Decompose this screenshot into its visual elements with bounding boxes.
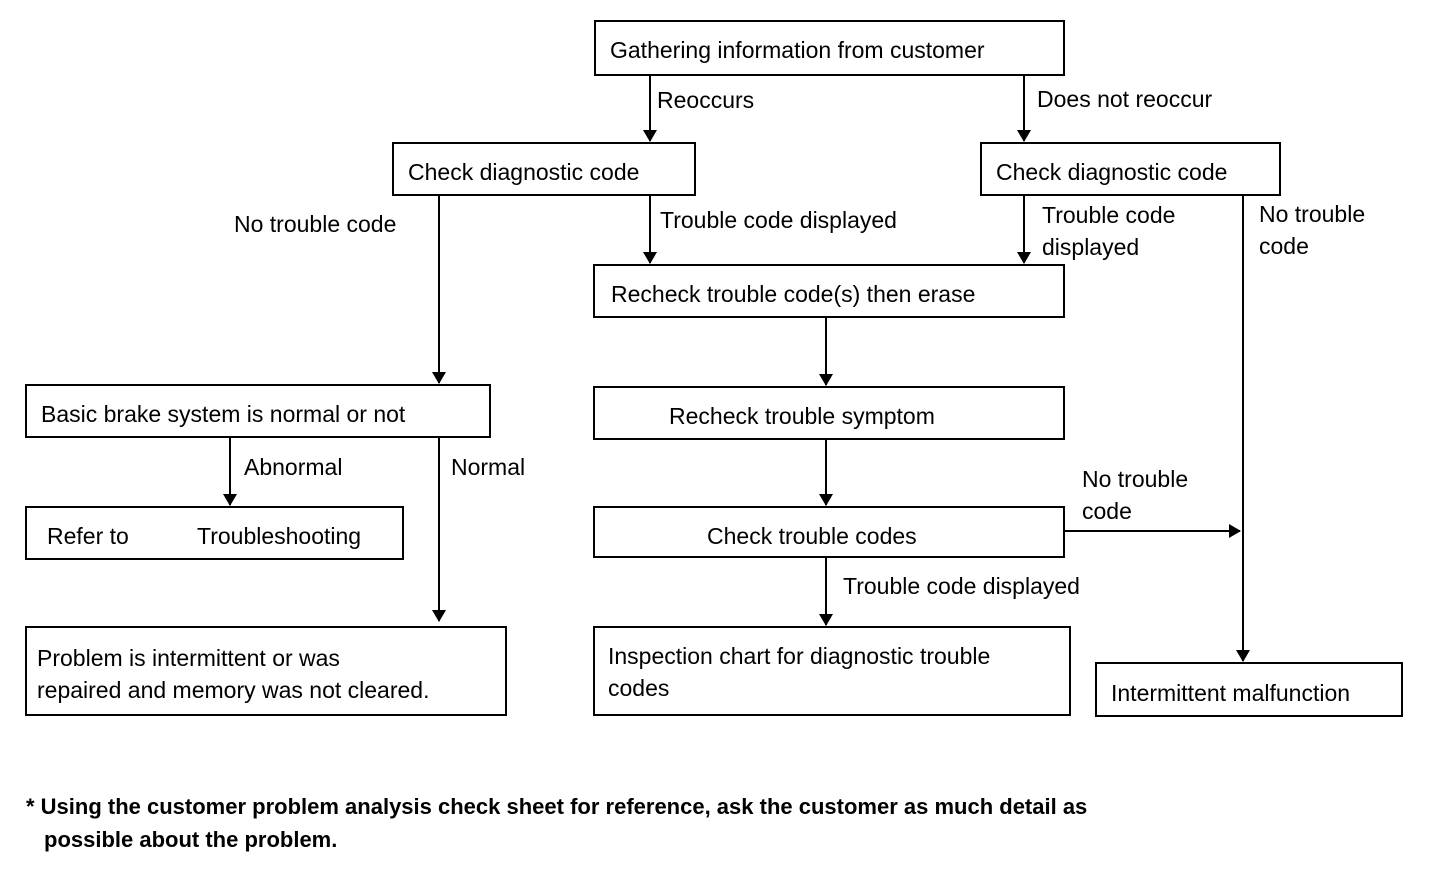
node-recheck-erase-text: Recheck trouble code(s) then erase: [611, 281, 976, 307]
node-inspection-line1: Inspection chart for diagnostic trouble: [608, 643, 991, 669]
node-check-trouble-codes: Check trouble codes: [593, 506, 1065, 558]
label-trouble-code-right-line1: Trouble code: [1042, 202, 1176, 228]
node-problem-line1: Problem is intermittent or was: [37, 645, 340, 671]
label-trouble-code-right-line2: displayed: [1042, 234, 1140, 260]
label-no-trouble-right-line1: No trouble: [1259, 201, 1366, 227]
node-check-diagnostic-code-right: Check diagnostic code: [980, 142, 1281, 196]
node-basic-brake-text: Basic brake system is normal or not: [41, 401, 406, 427]
footnote-line2: possible about the problem.: [44, 827, 338, 852]
node-troubleshooting-text: Troubleshooting: [197, 523, 362, 549]
label-does-not-reoccur: Does not reoccur: [1037, 86, 1213, 112]
node-inspection-chart: Inspection chart for diagnostic trouble …: [593, 626, 1071, 716]
node-problem-line2: repaired and memory was not cleared.: [37, 677, 430, 703]
label-trouble-code-displayed-mid: Trouble code displayed: [660, 207, 897, 233]
node-gather-information-text: Gathering information from customer: [610, 37, 985, 63]
node-gather-information: Gathering information from customer: [594, 20, 1065, 76]
footnote-line1: * Using the customer problem analysis ch…: [26, 794, 1088, 819]
label-no-trouble-code-left: No trouble code: [234, 211, 397, 237]
node-check-trouble-codes-text: Check trouble codes: [707, 523, 917, 549]
label-no-trouble-codes-line2: code: [1082, 498, 1132, 524]
node-inspection-line2: codes: [608, 675, 670, 701]
node-recheck-symptom-text: Recheck trouble symptom: [669, 403, 935, 429]
label-normal: Normal: [451, 454, 526, 480]
node-check-diagnostic-code-left-text: Check diagnostic code: [408, 159, 640, 185]
node-intermittent-malfunction: Intermittent malfunction: [1095, 662, 1403, 717]
footnote: * Using the customer problem analysis ch…: [26, 790, 1087, 856]
node-recheck-erase: Recheck trouble code(s) then erase: [593, 264, 1065, 318]
label-trouble-code-displayed-bottom: Trouble code displayed: [843, 573, 1080, 599]
node-basic-brake: Basic brake system is normal or not: [25, 384, 491, 438]
node-refer-to-troubleshooting: Refer to Troubleshooting: [25, 506, 404, 560]
label-abnormal: Abnormal: [244, 454, 343, 480]
node-intermittent-malfunction-text: Intermittent malfunction: [1111, 680, 1351, 706]
node-check-diagnostic-code-right-text: Check diagnostic code: [996, 159, 1228, 185]
node-refer-text: Refer to: [47, 523, 129, 549]
node-problem-intermittent: Problem is intermittent or was repaired …: [25, 626, 507, 716]
label-reoccurs: Reoccurs: [657, 87, 755, 113]
node-recheck-symptom: Recheck trouble symptom: [593, 386, 1065, 440]
node-check-diagnostic-code-left: Check diagnostic code: [392, 142, 696, 196]
label-no-trouble-codes-line1: No trouble: [1082, 466, 1189, 492]
label-no-trouble-right-line2: code: [1259, 233, 1309, 259]
